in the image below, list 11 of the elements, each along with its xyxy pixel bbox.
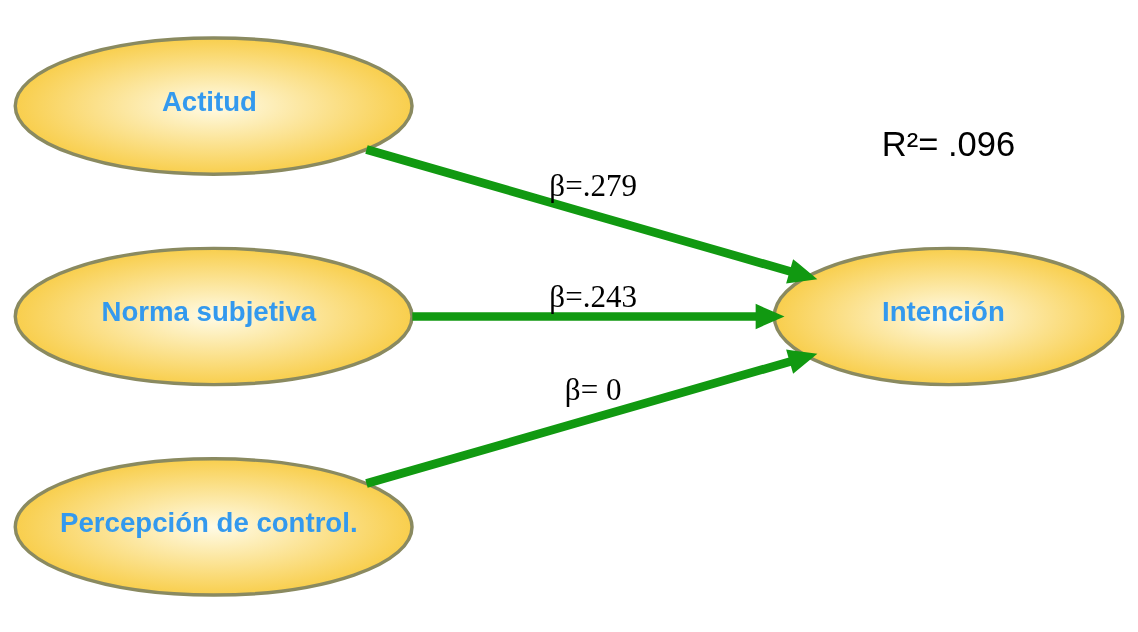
edge-label: β= 0 — [564, 371, 622, 407]
node-ellipse: Actitud — [13, 35, 414, 176]
arrow — [365, 349, 818, 488]
node-label: R²= .096 — [881, 124, 1016, 163]
edge-label: β=.279 — [549, 167, 637, 203]
edge-label: β=.243 — [549, 278, 637, 314]
arrow — [412, 303, 785, 329]
node-ellipse: Norma subjetiva — [13, 246, 414, 386]
arrow — [365, 144, 818, 283]
node-ellipse: Intención — [772, 246, 1125, 386]
node-ellipse: Percepción de control. — [13, 456, 414, 597]
